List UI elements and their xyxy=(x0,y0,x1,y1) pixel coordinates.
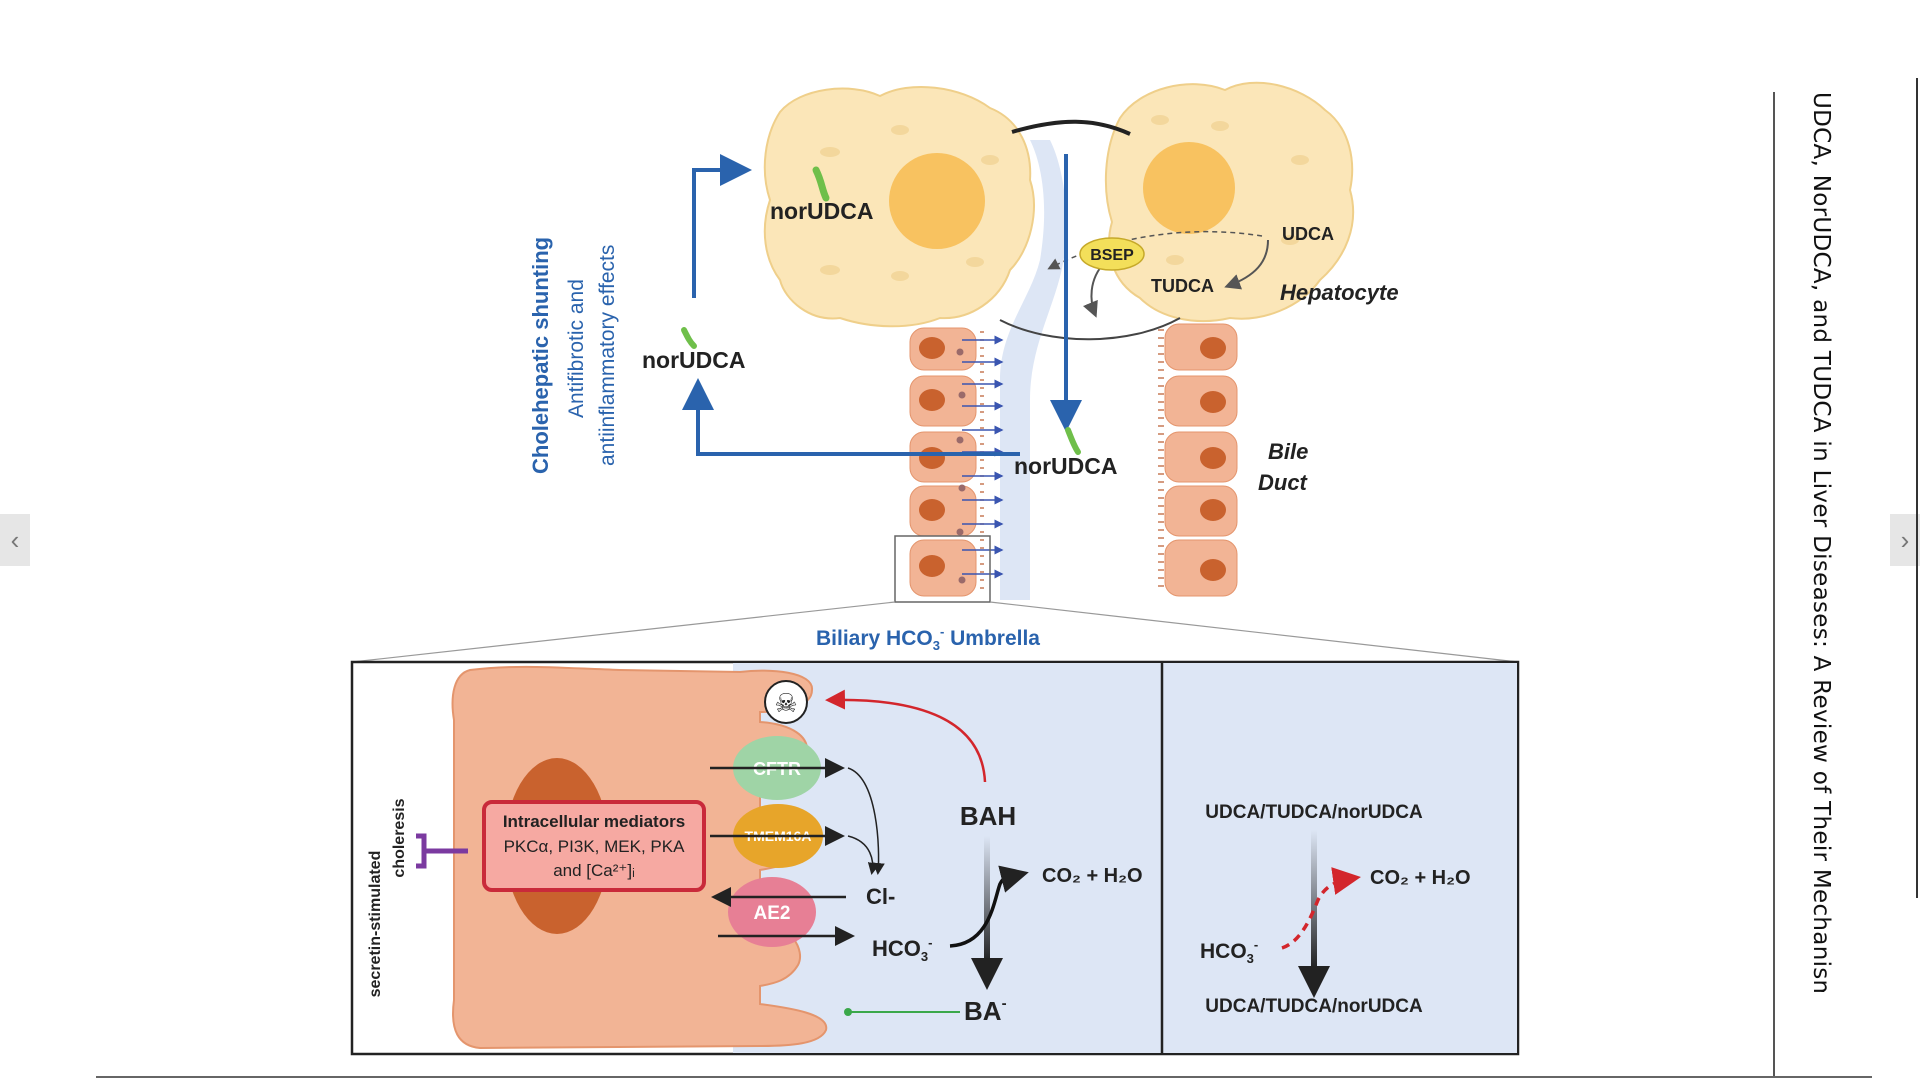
checkmark-icon xyxy=(681,327,697,349)
bottom-divider xyxy=(96,1076,1872,1078)
secretin-label: secretin-stimulated xyxy=(367,851,384,998)
scrollbar-track[interactable] xyxy=(1916,78,1918,898)
udca-conjugation-arrow xyxy=(1224,239,1269,290)
co2-h2o-label-right: CO₂ + H₂O xyxy=(1370,867,1471,889)
cholehepatic-shunt-arrows xyxy=(682,154,1082,456)
bah-label: BAH xyxy=(960,801,1016,831)
hepatocyte-nucleus xyxy=(1143,142,1235,234)
antiinflammatory-label: antiinflammatory effects xyxy=(596,245,619,466)
bile-label: Bile xyxy=(1268,439,1308,464)
bile-acid-anion-label: BA- xyxy=(964,995,1007,1026)
zoom-projection-line xyxy=(351,601,896,663)
co2-release-dashed-arrow xyxy=(1281,867,1361,950)
bile-acid-mix-top-label: UDCA/TUDCA/norUDCA xyxy=(1205,802,1423,823)
svg-text:☠: ☠ xyxy=(774,689,797,719)
ae2-label: AE2 xyxy=(754,903,791,924)
bsep-label: BSEP xyxy=(1090,247,1134,264)
umbrella-title: Biliary HCO3- Umbrella xyxy=(816,624,1040,653)
bicarbonate-label: HCO3- xyxy=(872,935,932,964)
skull-crossbones-icon: ☠ xyxy=(764,680,808,724)
mediators-calcium: and [Ca²⁺]ᵢ xyxy=(553,861,635,880)
co2-formation-arrow xyxy=(949,865,1029,948)
lumen-area-right xyxy=(1163,663,1517,1053)
toxicity-arrow xyxy=(825,689,987,783)
ae2-exchanger: AE2 xyxy=(728,877,816,947)
norudca-hepatocyte-label: norUDCA xyxy=(770,198,874,224)
udca-to-canaliculus-arrow xyxy=(1047,230,1263,270)
cholehepatic-shunting-caption: Cholehepatic shunting xyxy=(528,237,553,474)
next-figure-button[interactable]: › xyxy=(1890,514,1920,566)
antifibrotic-label: Antifibrotic and xyxy=(565,279,588,418)
choleresis-label: choleresis xyxy=(391,798,408,877)
norudca-duct-label: norUDCA xyxy=(1014,453,1118,479)
bsep-transporter-icon: BSEP xyxy=(1079,237,1145,271)
cholehepatic-shunting-label: Cholehepatic shunting xyxy=(528,237,553,474)
mediators-title: Intracellular mediators xyxy=(503,812,685,831)
bile-canaliculus xyxy=(1000,140,1067,600)
bile-duct-right-wall xyxy=(1158,323,1238,597)
receptor-icon xyxy=(416,833,468,869)
bile-acid-mix-bottom-label: UDCA/TUDCA/norUDCA xyxy=(1205,996,1423,1017)
bile-duct-left-wall xyxy=(909,327,984,597)
zoom-region-box xyxy=(894,535,991,603)
side-article-title: UDCA, NorUDCA, and TUDCA in Liver Diseas… xyxy=(1808,92,1834,992)
previous-figure-button[interactable]: ‹ xyxy=(0,514,30,566)
norudca-shunt-label: norUDCA xyxy=(642,347,746,373)
co2-h2o-label: CO₂ + H₂O xyxy=(1042,865,1143,887)
checkmark-icon xyxy=(812,166,830,202)
udca-label: UDCA xyxy=(1282,224,1334,244)
zoom-projection-line xyxy=(989,601,1519,663)
tudca-label: TUDCA xyxy=(1151,276,1214,296)
bicarbonate-label-right: HCO3- xyxy=(1200,937,1258,966)
recirculation-arc xyxy=(999,317,1181,341)
intracellular-mediators-box: Intracellular mediators PKCα, PI3K, MEK,… xyxy=(482,800,706,892)
hepatocyte-nucleus xyxy=(889,153,985,249)
reaction-line xyxy=(1311,830,1317,980)
chloride-label: Cl- xyxy=(866,884,895,909)
checkmark-icon xyxy=(1065,427,1081,455)
hepatocyte-right xyxy=(1104,81,1355,323)
bah-reaction-line xyxy=(984,836,990,972)
duct-label: Duct xyxy=(1258,470,1309,495)
hepatocyte-left xyxy=(763,86,1035,328)
ion-transport-arrows xyxy=(710,758,885,946)
hepatocyte-label: Hepatocyte xyxy=(1280,280,1399,305)
mediators-list: PKCα, PI3K, MEK, PKA xyxy=(504,837,685,856)
vesicles xyxy=(956,348,966,584)
side-divider xyxy=(1773,92,1775,1077)
tight-junction xyxy=(1011,119,1131,136)
